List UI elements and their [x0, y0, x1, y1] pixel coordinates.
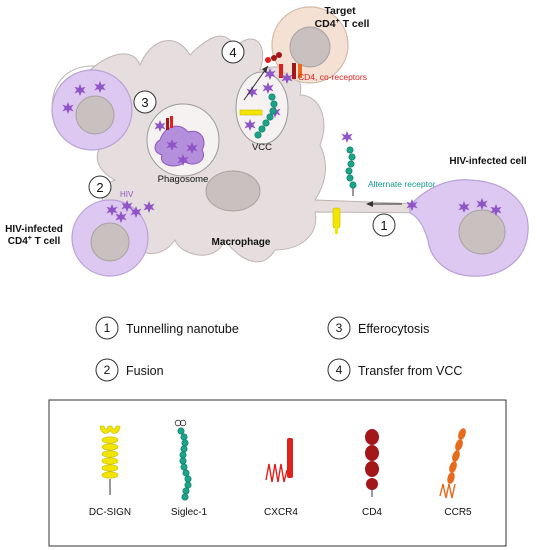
- step-1-marker: 1: [372, 213, 396, 237]
- svg-text:Transfer from VCC: Transfer from VCC: [358, 364, 462, 378]
- vcc: [235, 71, 289, 145]
- macrophage-label: Macrophage: [212, 237, 271, 248]
- svg-text:2: 2: [104, 363, 111, 377]
- svg-text:1: 1: [380, 218, 387, 233]
- vcc-label: VCC: [252, 142, 272, 153]
- step-4-marker: 4: [221, 40, 245, 64]
- co-receptors-label: CD4, co-receptors: [298, 72, 367, 82]
- target-cell-label-2: CD4+ T cell: [315, 18, 370, 30]
- infected-cd4-label-1: HIV-infected: [5, 224, 63, 235]
- svg-text:3: 3: [336, 321, 343, 335]
- svg-text:Tunnelling nanotube: Tunnelling nanotube: [126, 322, 239, 336]
- svg-text:Fusion: Fusion: [126, 364, 164, 378]
- svg-text:4: 4: [229, 45, 236, 60]
- macrophage-cell: [66, 35, 451, 263]
- alternate-receptor-chain: [345, 146, 357, 196]
- phagosome-label: Phagosome: [158, 174, 209, 185]
- key-ccr5-label: CCR5: [444, 507, 472, 518]
- hiv-infected-cell-label: HIV-infected cell: [449, 156, 526, 167]
- svg-text:Efferocytosis: Efferocytosis: [358, 322, 429, 336]
- hiv-label: HIV: [120, 190, 134, 199]
- key-dc-sign-label: DC-SIGN: [89, 507, 131, 518]
- svg-text:2: 2: [96, 180, 103, 195]
- svg-text:4: 4: [336, 363, 343, 377]
- dc-sign-nanotube: [332, 207, 341, 234]
- key-siglec-1-label: Siglec-1: [171, 507, 208, 518]
- key-dc-sign-icon: [99, 425, 121, 495]
- legend-item-3: 3 Efferocytosis: [327, 316, 429, 340]
- legend-item-4: 4 Transfer from VCC: [327, 358, 462, 382]
- infected-cd4-label-2: CD4+ T cell: [8, 235, 61, 247]
- legend-item-2: 2 Fusion: [95, 358, 164, 382]
- step-2-marker: 2: [88, 175, 112, 199]
- key-cxcr4-label: CXCR4: [264, 507, 298, 518]
- key-cd4-icon: [365, 429, 379, 497]
- target-cell-label-1: Target: [324, 5, 356, 17]
- svg-text:1: 1: [104, 321, 111, 335]
- legend-item-1: 1 Tunnelling nanotube: [95, 316, 239, 340]
- key-cd4-label: CD4: [362, 507, 382, 518]
- cd4-cluster-top: [265, 52, 282, 63]
- step-3-marker: 3: [133, 90, 157, 114]
- alternate-receptor-label: Alternate receptor: [368, 179, 436, 189]
- receptor-key-box: [48, 399, 507, 547]
- target-cell-nucleus: [289, 26, 331, 68]
- key-cxcr4-icon: [265, 438, 293, 483]
- macrophage-nucleus: [205, 170, 261, 212]
- key-siglec-1-icon: [174, 419, 192, 501]
- svg-text:3: 3: [141, 95, 148, 110]
- key-ccr5-icon: [439, 428, 466, 499]
